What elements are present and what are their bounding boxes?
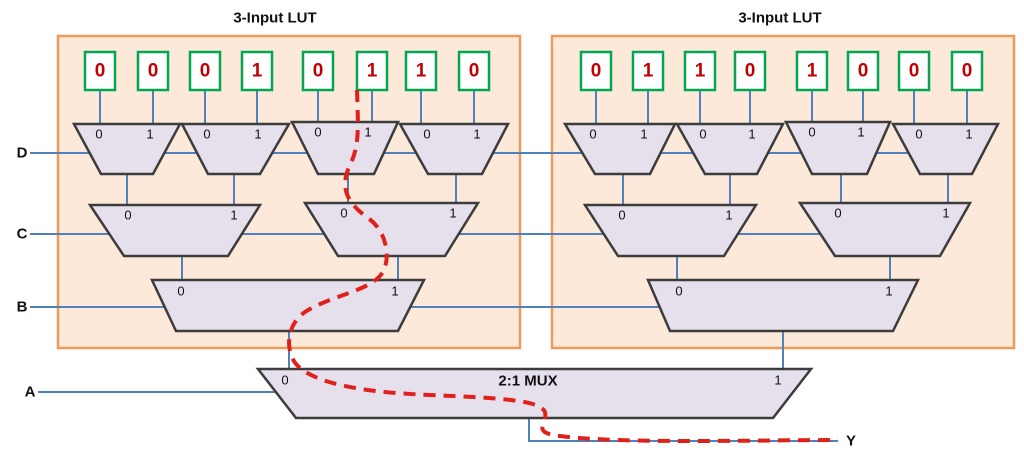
signal-label-c: C bbox=[17, 226, 28, 243]
mux-input-1-label: 1 bbox=[725, 208, 732, 223]
mux-input-0-label: 0 bbox=[699, 127, 706, 142]
lut-left-mux-l2 bbox=[302, 201, 481, 258]
mux-input-1-label: 1 bbox=[254, 127, 261, 142]
bit-cell bbox=[950, 50, 984, 92]
lut-right-mux-l1 bbox=[562, 122, 678, 176]
mux-input-1-label: 1 bbox=[748, 127, 755, 142]
lut-left-mux-l1 bbox=[179, 122, 292, 176]
signal-label-b: B bbox=[17, 299, 28, 316]
mux-input-0-label: 0 bbox=[423, 127, 430, 142]
muxes: 0 1 0 1 0 1 0 1 0 1 0 1 0 1 0 1 0 1 0 1 0 1 0 1 0 1 0 1 bbox=[71, 120, 1001, 333]
bit-cell bbox=[579, 50, 613, 92]
lut-left-mux-l2 bbox=[87, 203, 263, 258]
bit-cell bbox=[83, 50, 117, 92]
signal-label-d: D bbox=[17, 145, 28, 162]
bit-cell bbox=[457, 50, 491, 92]
output-line-y bbox=[528, 418, 838, 442]
bit-value: 0 bbox=[313, 61, 324, 82]
bit-value: 0 bbox=[909, 61, 920, 82]
bit-cell bbox=[355, 50, 389, 92]
bit-cell bbox=[188, 50, 222, 92]
bit-cell bbox=[897, 50, 931, 92]
lut-left-mux-l3 bbox=[150, 278, 427, 333]
lut-title-right: 3-Input LUT bbox=[738, 10, 821, 27]
bit-cell bbox=[733, 50, 767, 92]
mux-input-1-label: 1 bbox=[640, 127, 647, 142]
mux-input-0-label: 0 bbox=[589, 127, 596, 142]
mux-input-0-label: 0 bbox=[340, 206, 347, 221]
mux-input-0-label: 0 bbox=[203, 127, 210, 142]
bit-value: 1 bbox=[643, 61, 654, 82]
lut-left-mux-l1 bbox=[71, 122, 183, 176]
lut-left-mux-l1 bbox=[397, 122, 511, 176]
lut-right-mux-l1 bbox=[890, 122, 1001, 176]
bit-cells: 0 0 0 1 0 1 1 0 0 1 1 0 1 0 0 0 bbox=[83, 50, 984, 92]
bit-value: 0 bbox=[200, 61, 211, 82]
mux-input-0-label: 0 bbox=[834, 206, 841, 221]
final-mux-title: 2:1 MUX bbox=[498, 373, 557, 390]
bit-cell bbox=[240, 50, 274, 92]
bit-cell bbox=[846, 50, 880, 92]
signal-label-a: A bbox=[25, 384, 36, 401]
lut-right-mux-l3 bbox=[646, 278, 921, 333]
mux-input-0-label: 0 bbox=[618, 208, 625, 223]
mux-input-1-label: 1 bbox=[473, 127, 480, 142]
mux-input-1-label: 1 bbox=[364, 125, 371, 140]
highlighted-path bbox=[287, 89, 839, 443]
mux-input-1-label: 1 bbox=[965, 127, 972, 142]
bit-value: 0 bbox=[858, 61, 869, 82]
mux-input-1-label: 1 bbox=[230, 208, 237, 223]
mux-input-1-label: 1 bbox=[449, 206, 456, 221]
bit-value: 1 bbox=[252, 61, 263, 82]
final-mux bbox=[255, 367, 814, 420]
mux-input-1-label: 1 bbox=[942, 206, 949, 221]
mux-input-0-label: 0 bbox=[915, 127, 922, 142]
bit-cell bbox=[795, 50, 829, 92]
bit-value: 0 bbox=[745, 61, 756, 82]
lut-right-mux-l1 bbox=[674, 122, 786, 176]
bit-value: 1 bbox=[695, 61, 706, 82]
mux-input-0-label: 0 bbox=[675, 284, 682, 299]
bit-value: 0 bbox=[95, 61, 106, 82]
bit-value: 0 bbox=[962, 61, 973, 82]
mux-input-1-label: 1 bbox=[857, 125, 864, 140]
mux-input-0-label: 0 bbox=[808, 125, 815, 140]
bit-cell bbox=[301, 50, 335, 92]
final-mux-input-0: 0 bbox=[281, 373, 288, 388]
final-mux-input-1: 1 bbox=[774, 373, 781, 388]
bit-value: 0 bbox=[469, 61, 480, 82]
lut-right-mux-l1 bbox=[783, 120, 892, 176]
signal-label-y: Y bbox=[846, 433, 856, 450]
mux-input-0-label: 0 bbox=[177, 284, 184, 299]
bit-cell bbox=[683, 50, 717, 92]
bit-value: 0 bbox=[148, 61, 159, 82]
mux-input-0-label: 0 bbox=[314, 125, 321, 140]
mux-input-1-label: 1 bbox=[391, 284, 398, 299]
bit-cell bbox=[136, 50, 170, 92]
lut-right-mux-l2 bbox=[797, 201, 973, 258]
bit-cell bbox=[404, 50, 438, 92]
mux-input-1-label: 1 bbox=[885, 284, 892, 299]
bit-cell bbox=[631, 50, 665, 92]
bit-value: 1 bbox=[416, 61, 427, 82]
lut-title-left: 3-Input LUT bbox=[233, 10, 316, 27]
bit-value: 0 bbox=[591, 61, 602, 82]
mux-input-0-label: 0 bbox=[124, 208, 131, 223]
bit-value: 1 bbox=[807, 61, 818, 82]
lut-left-mux-l1 bbox=[289, 120, 400, 176]
lut-right-mux-l2 bbox=[582, 203, 759, 258]
mux-input-1-label: 1 bbox=[146, 127, 153, 142]
bit-value: 1 bbox=[367, 61, 378, 82]
mux-input-0-label: 0 bbox=[95, 127, 102, 142]
